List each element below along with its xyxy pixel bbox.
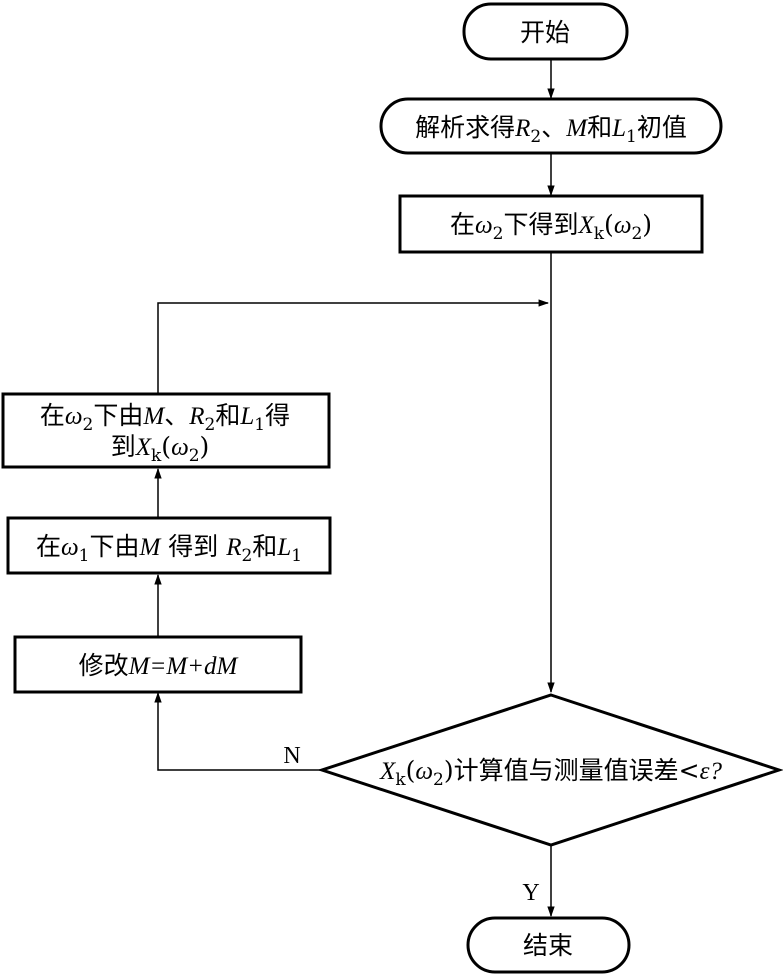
compute-xk-node: 在ω2下得到Xk(ω2) — [398, 194, 704, 254]
modify-m-node: 修改M=M+dM — [13, 635, 303, 694]
yes-label: Y — [522, 880, 539, 906]
compute-xk-label: 在ω2下得到Xk(ω2) — [450, 210, 652, 244]
start-label: 开始 — [520, 18, 570, 47]
end-node: 结束 — [466, 916, 631, 974]
decision-label: Xk(ω2)计算值与测量值误差<ε? — [379, 756, 722, 790]
omega2-step-line2: 到Xk(ω2) — [111, 432, 210, 466]
init-label: 解析求得R2、M和L1初值 — [415, 113, 687, 147]
omega2-step-line1: 在ω2下由M、R2和L1得 — [40, 401, 290, 435]
omega2-step-node: 在ω2下由M、R2和L1得 到Xk(ω2) — [1, 392, 331, 469]
start-node: 开始 — [462, 2, 629, 61]
init-node: 解析求得R2、M和L1初值 — [379, 97, 723, 155]
end-label: 结束 — [523, 931, 573, 960]
omega1-step-node: 在ω1下由M 得到 R2和L1 — [6, 516, 332, 575]
arrow-loop-back — [157, 299, 550, 393]
modify-m-label: 修改M=M+dM — [79, 651, 239, 680]
omega1-step-label: 在ω1下由M 得到 R2和L1 — [36, 532, 302, 566]
arrow-no-branch — [154, 691, 322, 771]
decision-node: Xk(ω2)计算值与测量值误差<ε? — [317, 693, 783, 847]
no-label: N — [283, 743, 300, 769]
